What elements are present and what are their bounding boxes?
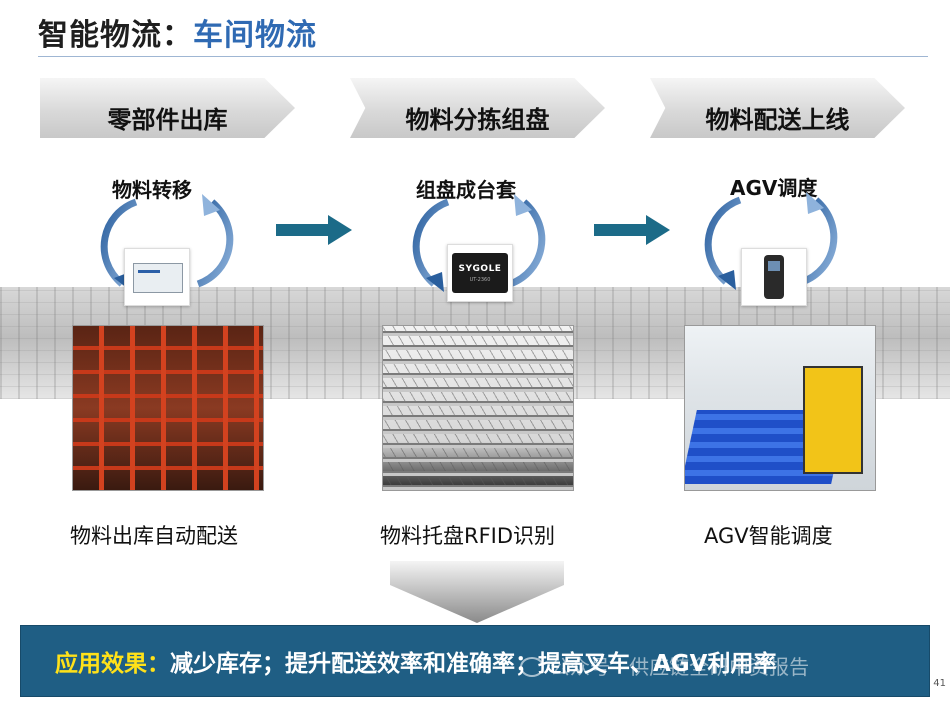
handheld-scanner-image — [741, 248, 807, 306]
cycle-label-1: 物料转移 — [112, 178, 192, 202]
page-title-highlight: 车间物流 — [193, 18, 317, 53]
title-divider — [38, 56, 928, 57]
cycle-label-3: AGV调度 — [730, 176, 818, 200]
stage-label: 物料分拣组盘 — [405, 105, 550, 134]
stage-label: 零部件出库 — [107, 105, 228, 134]
page-number: 41 — [933, 678, 946, 689]
stage-chevron-1: 零部件出库 — [40, 78, 295, 138]
flow-arrow-right-2 — [594, 215, 670, 245]
cycle-arrows-3 — [704, 192, 838, 290]
wire-pallet-photo — [382, 325, 574, 491]
result-banner: 应用效果：减少库存；提升配送效率和准确率；提高叉车、AGV利用率 — [20, 625, 930, 697]
caption-3: AGV智能调度 — [704, 524, 833, 548]
wechat-icon — [520, 657, 544, 677]
agv-forklift-photo — [684, 325, 876, 491]
rfid-reader-image — [124, 248, 190, 306]
result-label: 应用效果： — [55, 651, 170, 677]
result-text: 减少库存；提升配送效率和准确率；提高叉车、AGV利用率 — [170, 651, 777, 677]
yellow-forklift — [803, 366, 863, 474]
chip-brand: SYGOLE — [458, 264, 502, 274]
stage-chevron-2: 物料分拣组盘 — [350, 78, 605, 138]
down-arrow — [390, 561, 564, 623]
rfid-chip-image: SYGOLE UT-2360 — [447, 244, 513, 302]
page-title: 智能物流：车间物流 — [38, 10, 317, 54]
stage-label: 物料配送上线 — [705, 105, 850, 134]
caption-1: 物料出库自动配送 — [70, 524, 238, 548]
chip-model: UT-2360 — [469, 277, 491, 283]
page-title-prefix: 智能物流： — [38, 18, 193, 53]
watermark: 公众号 · 供应链全研中资报告 — [520, 651, 809, 680]
cycle-label-2: 组盘成台套 — [416, 178, 516, 202]
stage-chevron-3: 物料配送上线 — [650, 78, 905, 138]
warehouse-stacker-photo — [72, 325, 264, 491]
cycle-arrows-2 — [412, 194, 546, 292]
caption-2: 物料托盘RFID识别 — [380, 524, 556, 548]
watermark-text: 公众号 · 供应链全研中资报告 — [550, 655, 810, 679]
flow-arrow-right-1 — [276, 215, 352, 245]
